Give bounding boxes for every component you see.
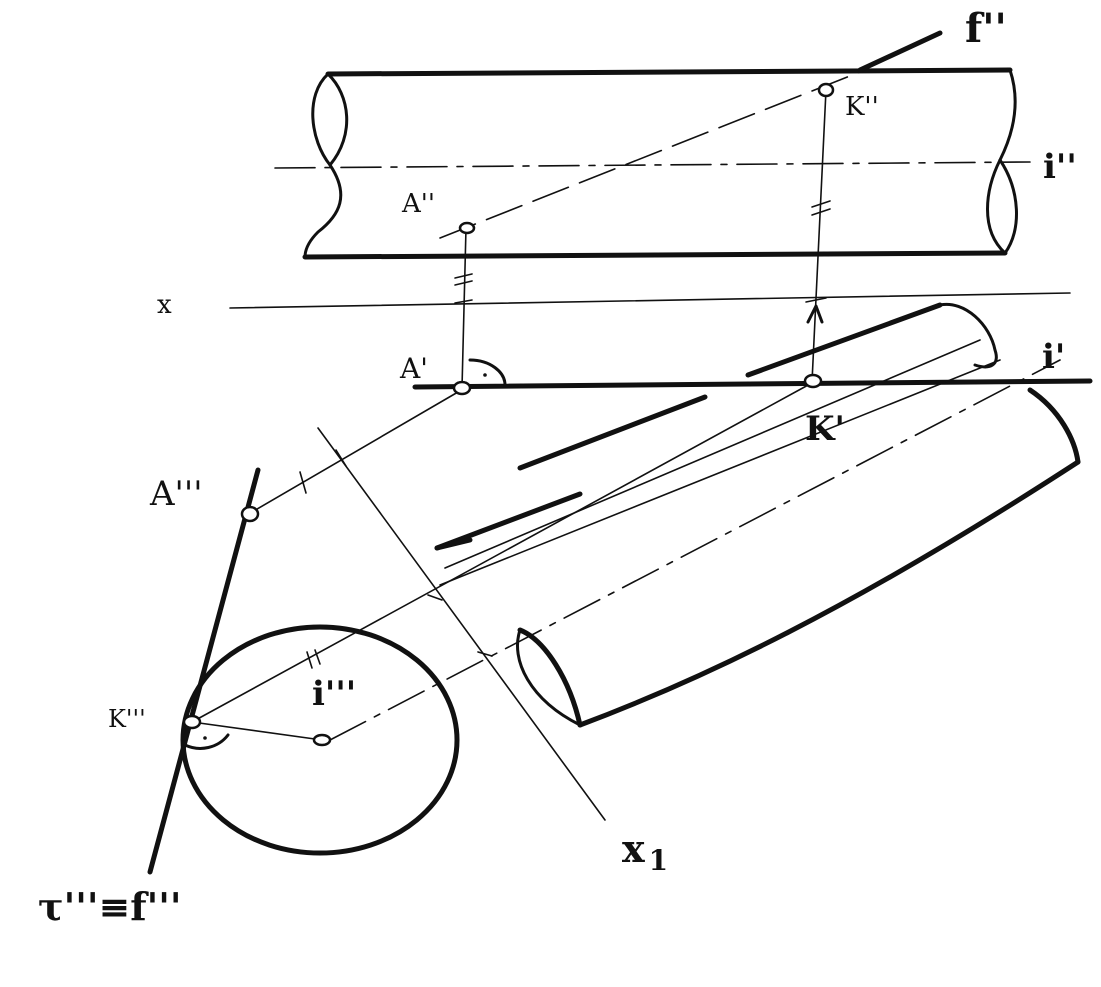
label-k2: K'' [845,92,879,122]
label-i3: i''' [312,674,356,714]
tick-k3-1 [427,594,443,601]
tangent-tau3-line [147,467,261,875]
tick-a3-1 [299,471,307,494]
tick-a-3 [454,299,473,304]
tick-k3-2 [306,651,313,669]
tick-i3 [477,651,493,657]
x-axis-line [229,292,1071,309]
cylinder-right-break-loop [998,158,1018,255]
incl-cyl-left-end-back [516,628,582,727]
right-angle-a1 [468,358,507,387]
incl-cyl-inner-generator-2 [444,339,981,569]
label-a1: A' [399,352,428,385]
x1-axis-line [317,427,606,821]
tick-k-2 [811,208,831,216]
label-a2: A'' [401,189,435,219]
link-line-a3 [251,391,459,513]
incl-cyl-right-end [938,302,998,369]
incl-cyl-top-edge-seg [745,302,943,378]
axis-i2-line [274,161,1031,169]
link-line-a [461,227,467,389]
label-tau3-f3: τ'''≡f''' [38,884,182,929]
link-line-k [811,89,827,383]
cylinder-left-break [303,72,343,259]
tick-a3-2 [335,449,347,467]
point-k2 [817,82,835,98]
line-f2-solid [857,30,943,73]
point-k3 [182,714,202,730]
link-line-k3 [191,383,811,723]
label-x: x [157,290,172,320]
incl-cyl-inner-generator-1 [439,359,1001,586]
incl-cyl-right-end-outline [1027,387,1081,465]
label-f2: f'' [965,5,1007,52]
incl-cyl-corner [434,537,473,551]
incl-cyl-left-edge [434,491,583,551]
incl-cyl-top-edge-seg2 [517,394,708,471]
incl-cyl-bottom-edge [577,459,1081,728]
tick-k3-3 [314,649,321,665]
right-angle-a1-dot [483,373,487,377]
label-i2: i'' [1043,147,1077,187]
cylinder-bottom-edge [302,250,1008,260]
point-a3 [240,505,260,523]
tick-k-1 [811,200,831,208]
label-k3: K''' [108,705,146,733]
point-k1 [803,373,823,389]
inclined-cylinder [329,302,1081,741]
tick-a-2 [454,280,473,286]
tick-k-3 [805,297,827,303]
label-a3: A''' [149,474,203,514]
right-angle-k3-dot [203,736,207,740]
arrow-k [806,304,824,324]
radius-k3-i3 [191,721,323,741]
label-k1: K' [805,409,845,449]
axis-i3-projection [329,359,1061,741]
right-angle-k3 [183,733,230,750]
incl-cyl-left-end-front [517,627,583,728]
horizontal-trace-line [412,378,1093,390]
point-a1 [452,380,472,396]
point-i3 [312,733,332,747]
point-a2 [458,221,476,235]
frontal-cylinder [302,67,1018,260]
cylinder-left-break-loop [326,72,349,167]
line-f2-dashed [439,71,861,239]
label-i1: i' [1042,337,1065,377]
tick-a-1 [454,273,473,279]
cylinder-top-edge [325,67,1013,77]
